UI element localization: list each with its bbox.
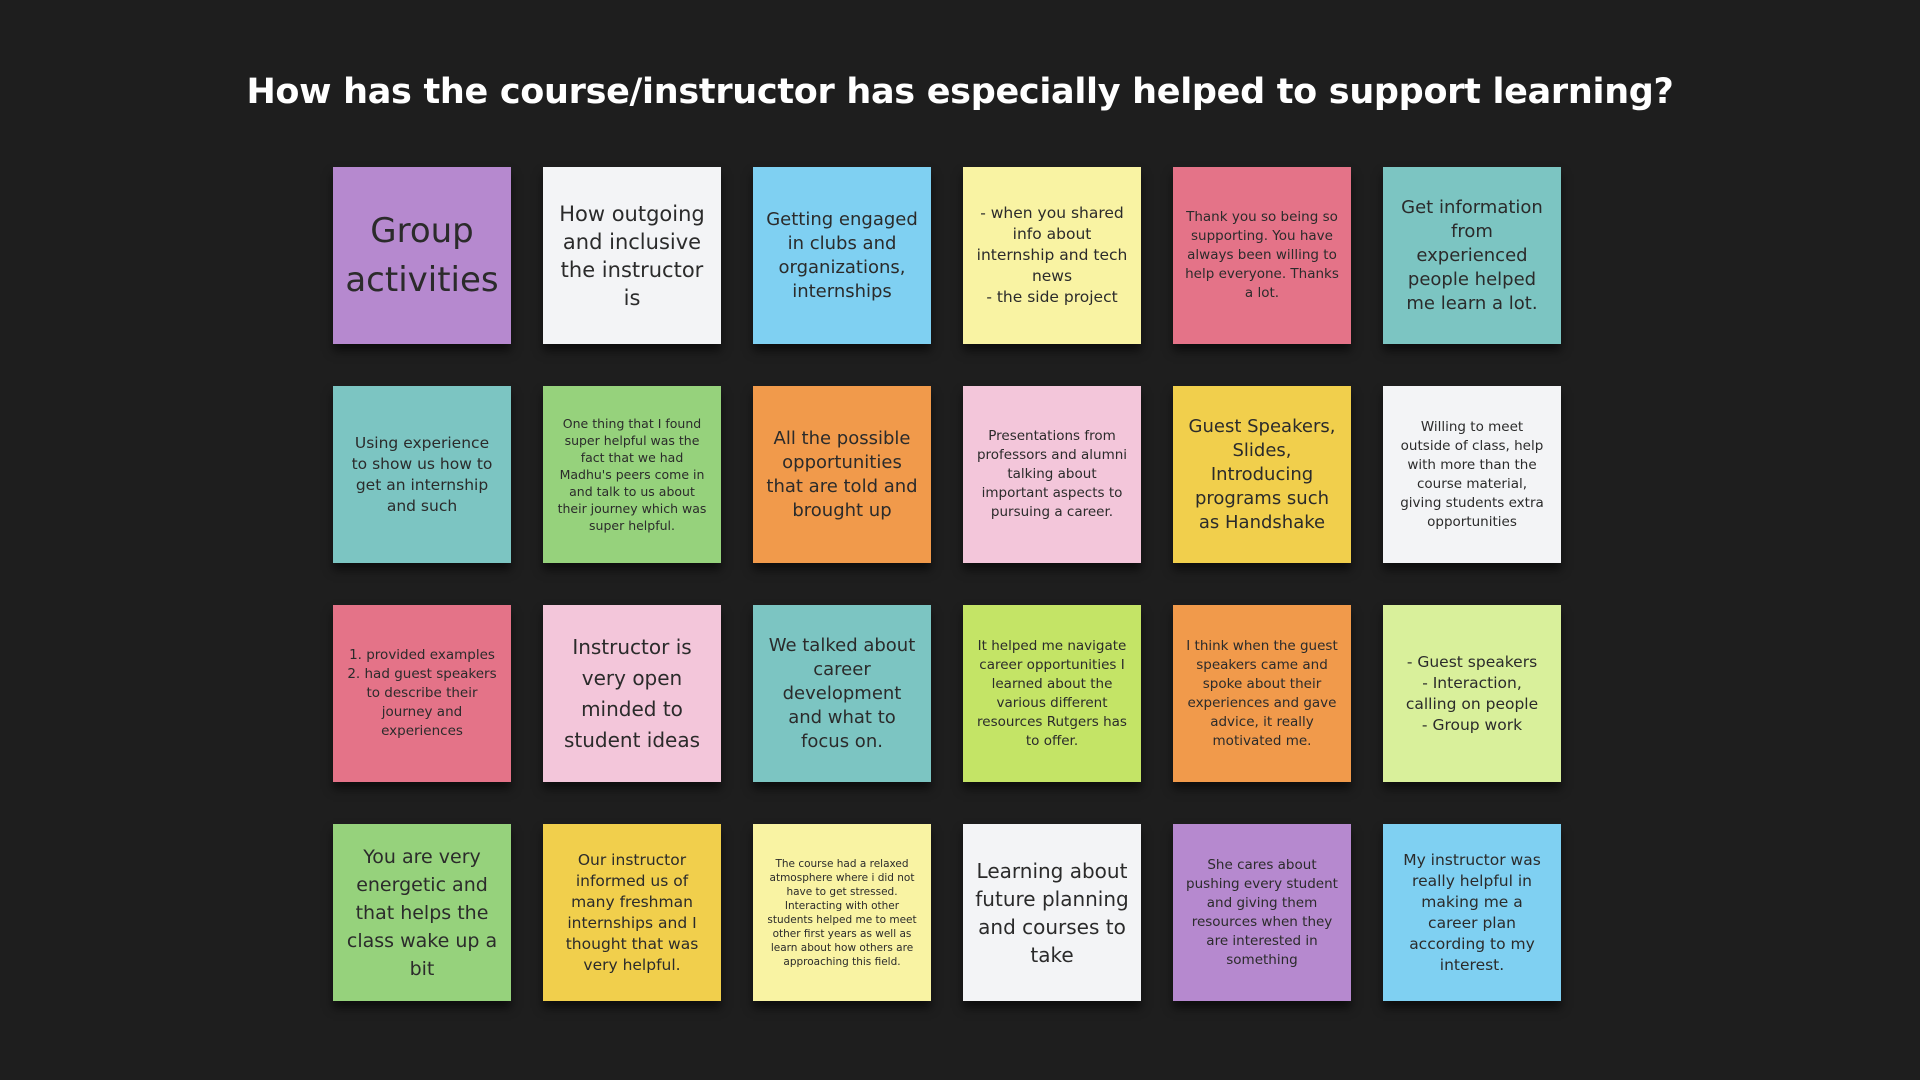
sticky-note-text: Willing to meet outside of class, help w… [1400, 418, 1544, 530]
sticky-note-text: Learning about future planning and cours… [975, 858, 1129, 967]
sticky-note-text: My instructor was really helpful in maki… [1403, 850, 1541, 974]
sticky-note[interactable]: Get information from experienced people … [1383, 167, 1561, 344]
sticky-note[interactable]: All the possible opportunities that are … [753, 386, 931, 563]
sticky-note[interactable]: Presentations from professors and alumni… [963, 386, 1141, 563]
sticky-note[interactable]: It helped me navigate career opportuniti… [963, 605, 1141, 782]
sticky-note-text: Thank you so being so supporting. You ha… [1185, 209, 1339, 301]
sticky-note[interactable]: Willing to meet outside of class, help w… [1383, 386, 1561, 563]
sticky-note-text: We talked about career development and w… [768, 634, 916, 752]
sticky-note[interactable]: Thank you so being so supporting. You ha… [1173, 167, 1351, 344]
sticky-note[interactable]: My instructor was really helpful in maki… [1383, 824, 1561, 1001]
sticky-note-text: Get information from experienced people … [1401, 196, 1543, 314]
sticky-note-text: All the possible opportunities that are … [766, 427, 918, 521]
sticky-note[interactable]: Using experience to show us how to get a… [333, 386, 511, 563]
sticky-note[interactable]: Group activities [333, 167, 511, 344]
sticky-note[interactable]: - when you shared info about internship … [963, 167, 1141, 344]
sticky-note[interactable]: She cares about pushing every student an… [1173, 824, 1351, 1001]
sticky-note-text: Getting engaged in clubs and organizatio… [766, 208, 918, 302]
sticky-note-text: 1. provided examples 2. had guest speake… [347, 647, 497, 739]
sticky-note[interactable]: Our instructor informed us of many fresh… [543, 824, 721, 1001]
sticky-note-text: She cares about pushing every student an… [1186, 856, 1338, 968]
sticky-note-text: The course had a relaxed atmosphere wher… [767, 857, 917, 968]
sticky-note-text: Guest Speakers, Slides, Introducing prog… [1188, 415, 1336, 533]
sticky-note[interactable]: You are very energetic and that helps th… [333, 824, 511, 1001]
sticky-note[interactable]: I think when the guest speakers came and… [1173, 605, 1351, 782]
sticky-note-grid: Group activities How outgoing and inclus… [333, 167, 1561, 1001]
sticky-note-text: How outgoing and inclusive the instructo… [559, 201, 705, 310]
sticky-note-text: - when you shared info about internship … [976, 204, 1128, 306]
sticky-note-text: One thing that I found super helpful was… [557, 416, 707, 533]
sticky-note-text: Presentations from professors and alumni… [976, 428, 1128, 520]
sticky-note-text: Our instructor informed us of many fresh… [565, 850, 699, 974]
sticky-note[interactable]: How outgoing and inclusive the instructo… [543, 167, 721, 344]
sticky-note-text: I think when the guest speakers came and… [1186, 637, 1338, 749]
sticky-note[interactable]: 1. provided examples 2. had guest speake… [333, 605, 511, 782]
sticky-note[interactable]: - Guest speakers - Interaction, calling … [1383, 605, 1561, 782]
sticky-note[interactable]: Guest Speakers, Slides, Introducing prog… [1173, 386, 1351, 563]
sticky-note[interactable]: The course had a relaxed atmosphere wher… [753, 824, 931, 1001]
sticky-note-text: Instructor is very open minded to studen… [563, 634, 701, 752]
sticky-note[interactable]: One thing that I found super helpful was… [543, 386, 721, 563]
sticky-note[interactable]: Learning about future planning and cours… [963, 824, 1141, 1001]
board-title: How has the course/instructor has especi… [246, 72, 1674, 112]
sticky-note[interactable]: Instructor is very open minded to studen… [543, 605, 721, 782]
sticky-note-text: - Guest speakers - Interaction, calling … [1405, 652, 1539, 734]
sticky-note-text: Group activities [345, 210, 499, 300]
sticky-note-text: It helped me navigate career opportuniti… [977, 637, 1127, 749]
sticky-note-text: You are very energetic and that helps th… [346, 845, 498, 980]
sticky-note-text: Using experience to show us how to get a… [351, 433, 493, 515]
sticky-note[interactable]: We talked about career development and w… [753, 605, 931, 782]
sticky-note[interactable]: Getting engaged in clubs and organizatio… [753, 167, 931, 344]
